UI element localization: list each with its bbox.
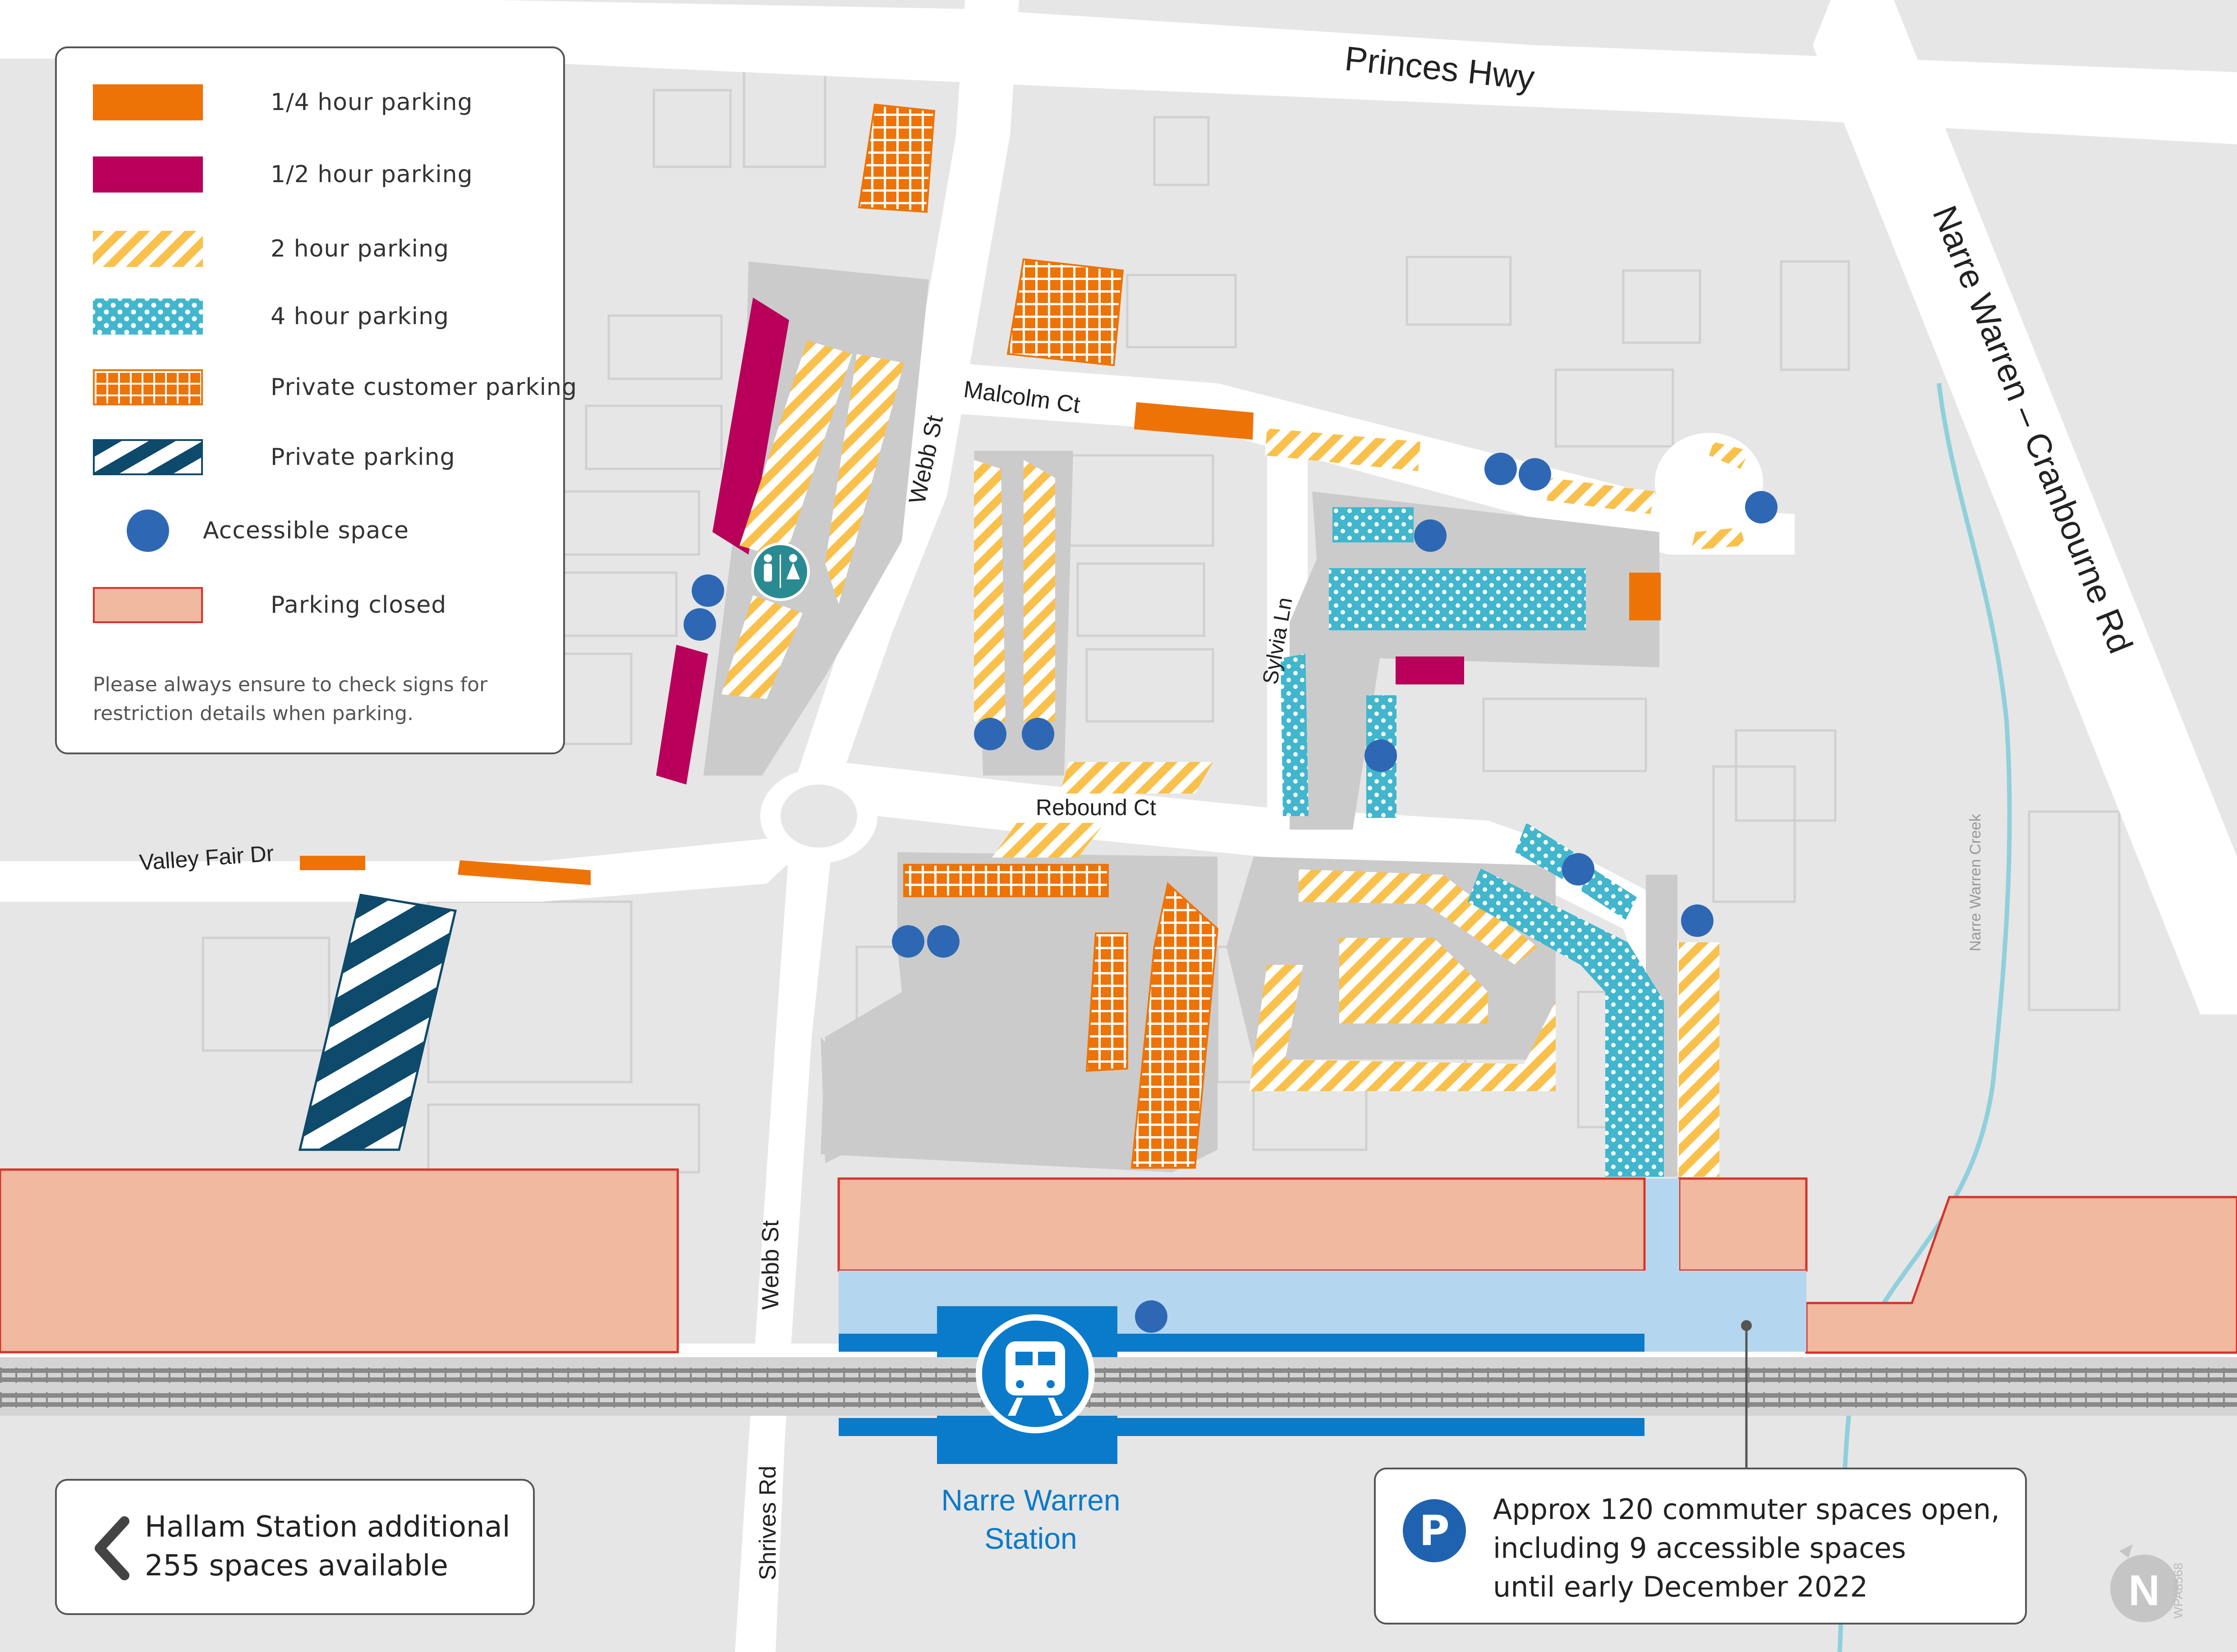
- parking-closed-areas: [0, 1168, 2237, 1354]
- legend-item-two-hour: 2 hour parking: [93, 226, 449, 271]
- accessible-space: [1562, 853, 1594, 886]
- hallam-text: Hallam Station additional 255 spaces ava…: [145, 1508, 524, 1585]
- north-arrow-icon: [2110, 1544, 2178, 1622]
- commuter-info-text: Approx 120 commuter spaces open, includi…: [1493, 1490, 2016, 1606]
- open-commuter-strip: [1646, 1179, 1679, 1273]
- creek-label: Narre Warren Creek: [1967, 813, 1984, 951]
- street-label-webb-st-south: Webb St: [758, 1220, 784, 1310]
- malcolm-ct-cul-de-sac: [1655, 433, 1763, 532]
- legend-label: 4 hour parking: [271, 303, 450, 330]
- half-hour-swatch: [93, 156, 203, 193]
- accessible-spaces: [684, 453, 1778, 1333]
- accessible-space: [1484, 453, 1517, 485]
- accessible-space: [974, 718, 1006, 750]
- quarter-hour-zones: [300, 402, 1661, 885]
- commuter-info-box: P Approx 120 commuter spaces open, inclu…: [1374, 1468, 2027, 1624]
- closed-area-central: [837, 1177, 1646, 1272]
- accessible-space: [684, 608, 716, 641]
- legend-item-accessible: Accessible space: [93, 508, 409, 553]
- hallam-station-box[interactable]: Hallam Station additional 255 spaces ava…: [55, 1479, 535, 1615]
- parking-p-icon: P: [1403, 1499, 1466, 1562]
- north-label: N: [2128, 1566, 2159, 1615]
- legend-note: Please always ensure to check signs for …: [93, 673, 488, 725]
- narre-warren-creek: [1837, 383, 2012, 1652]
- two-hour-zones: [721, 340, 1750, 1177]
- legend-label: Private parking: [271, 444, 455, 471]
- legend-item-four-hour: 4 hour parking: [93, 294, 449, 339]
- half-hour-zones: [656, 298, 1464, 785]
- street-label-shrives-rd: Shrives Rd: [755, 1466, 781, 1580]
- closed-area-west: [0, 1168, 679, 1354]
- station-name-line2: Station: [984, 1522, 1077, 1555]
- legend-item-quarter-hour: 1/4 hour parking: [93, 80, 473, 125]
- info-line1: Approx 120 commuter spaces open,: [1493, 1493, 2000, 1526]
- map-code: WPA8568: [2171, 1563, 2185, 1619]
- accessible-space: [1681, 904, 1713, 937]
- legend-panel: 1/4 hour parking 1/2 hour parking 2 hour…: [55, 46, 577, 754]
- roundabout-island: [781, 785, 857, 848]
- accessible-space: [1364, 739, 1397, 772]
- hallam-line2: 255 spaces available: [145, 1549, 448, 1583]
- private-customer-zones: [858, 103, 1219, 1169]
- legend-item-private: Private parking: [93, 435, 455, 480]
- chevron-left-icon: [95, 1516, 129, 1580]
- quarter-hour-swatch: [93, 84, 203, 120]
- accessible-space: [1519, 458, 1551, 491]
- private-customer-swatch: [93, 369, 203, 405]
- station-name-line1: Narre Warren: [941, 1483, 1120, 1517]
- accessible-space: [1414, 519, 1447, 552]
- legend-label: Private customer parking: [271, 374, 577, 401]
- princes-hwy-road: [0, 0, 2237, 144]
- legend-label: Parking closed: [271, 592, 447, 619]
- train-icon: [1006, 1341, 1065, 1416]
- legend-item-private-customer: Private customer parking: [93, 365, 577, 410]
- legend-label: 2 hour parking: [271, 235, 450, 262]
- legend-item-half-hour: 1/2 hour parking: [93, 152, 473, 197]
- legend-item-closed: Parking closed: [93, 583, 446, 628]
- railway: [0, 1357, 2237, 1416]
- info-line2: including 9 accessible spaces: [1493, 1532, 1906, 1565]
- legend-label: 1/4 hour parking: [271, 89, 473, 116]
- legend-label: Accessible space: [203, 517, 409, 544]
- accessible-space: [692, 574, 724, 607]
- closed-swatch: [93, 587, 203, 623]
- accessible-space: [892, 925, 924, 958]
- private-parking-zone: [298, 894, 457, 1151]
- accessible-space: [927, 925, 960, 958]
- closed-area-east: [1805, 1196, 2237, 1354]
- private-swatch: [93, 439, 203, 475]
- valley-fair-dr-road: [0, 785, 825, 902]
- accessible-space: [1022, 718, 1054, 750]
- webb-st-south-road: [735, 785, 839, 1652]
- four-hour-swatch: [93, 298, 203, 335]
- hallam-line1: Hallam Station additional: [145, 1510, 510, 1544]
- webb-st-north-road: [794, 0, 1019, 785]
- legend-label: 1/2 hour parking: [271, 161, 473, 188]
- accessible-space: [1135, 1300, 1167, 1333]
- two-hour-swatch: [93, 231, 203, 267]
- accessible-space: [1745, 491, 1778, 523]
- accessible-swatch: [127, 509, 169, 552]
- info-line3: until early December 2022: [1493, 1570, 1868, 1603]
- street-label-rebound-ct: Rebound Ct: [1036, 795, 1156, 820]
- closed-area-east-small: [1678, 1177, 1808, 1272]
